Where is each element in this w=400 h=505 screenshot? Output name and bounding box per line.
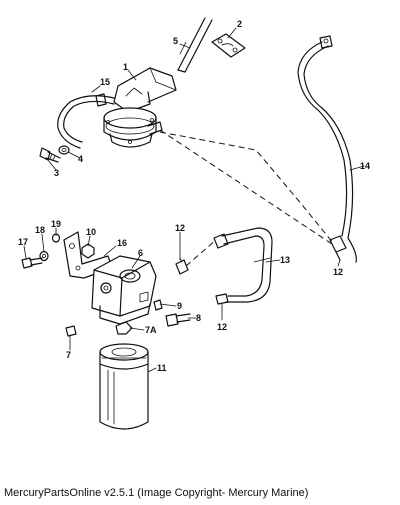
callout-5: 5 [173,36,178,46]
part-12-fitting-right [329,235,347,261]
part-8-bolt [165,313,191,327]
part-11-fuel-filter [99,343,149,430]
callout-16: 16 [117,238,127,248]
part-3-bolt [39,147,61,163]
routing-line-c [185,239,217,267]
callout-10: 10 [86,227,96,237]
part-13-fuel-line [213,227,273,303]
callout-1: 1 [123,62,128,72]
callout-7: 7 [66,350,71,360]
callout-4: 4 [78,154,83,164]
part-7-plug [65,325,77,343]
part-9-plug [153,299,163,311]
callout-8: 8 [196,313,201,323]
callout-15: 15 [100,77,110,87]
part-15-fuel-line [57,93,115,149]
part-5-rod [177,17,213,73]
callout-7a: 7A [145,325,157,335]
routing-line-b [159,131,335,245]
callout-19: 19 [51,219,61,229]
part-18-washer [39,250,49,262]
leader-lines [23,27,365,373]
callout-6: 6 [138,248,143,258]
part-1-fuel-pump [103,67,177,148]
callout-12-mid: 12 [175,223,185,233]
callout-14: 14 [360,161,370,171]
callout-3: 3 [54,168,59,178]
part-14-fuel-line [297,35,357,263]
part-7a-plug [115,321,133,335]
part-17-bolt [21,257,43,269]
callout-12-right: 12 [333,267,343,277]
part-2-gasket [211,33,246,58]
callout-12-lower: 12 [217,322,227,332]
callout-2: 2 [237,19,242,29]
callout-9: 9 [177,301,182,311]
routing-line-a [159,129,333,245]
parts-diagram: 1 2 5 15 4 3 14 10 19 18 17 16 6 12 13 1… [18,17,370,430]
part-6-filter-head [91,255,157,325]
callout-17: 17 [18,237,28,247]
callout-18: 18 [35,225,45,235]
callout-11: 11 [157,363,167,373]
callout-13: 13 [280,255,290,265]
copyright-caption: MercuryPartsOnline v2.5.1 (Image Copyrig… [4,487,309,499]
part-4-washer [58,145,70,155]
